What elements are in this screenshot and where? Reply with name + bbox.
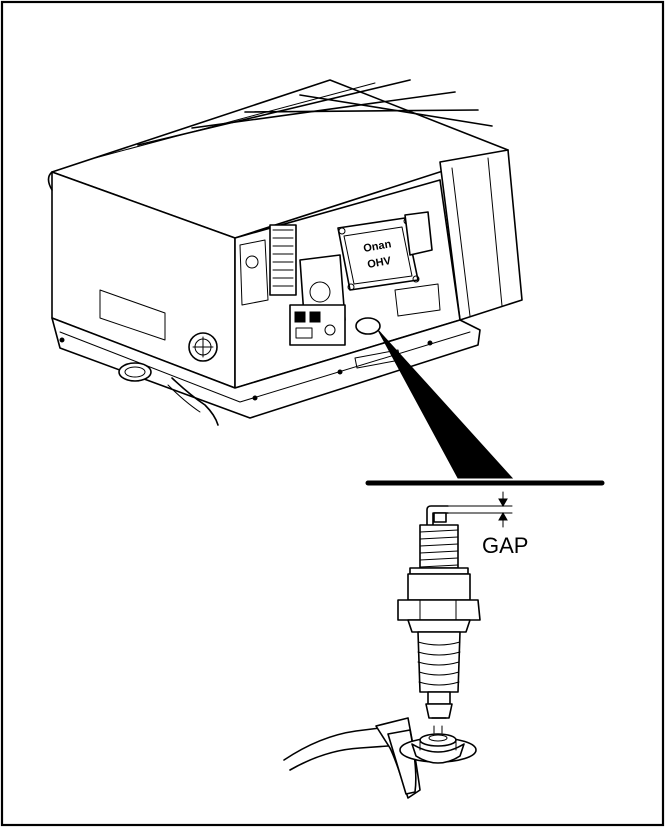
engine-model-text: OHV <box>366 255 392 271</box>
gap-dimension: GAP <box>447 491 528 558</box>
engine-brand-text: Onan <box>362 238 392 255</box>
engine: Onan OHV <box>59 211 441 401</box>
generator-set: Onan OHV <box>47 79 523 426</box>
gap-label: GAP <box>482 533 528 558</box>
callout-wedge <box>365 329 605 486</box>
spark-plug <box>397 505 481 719</box>
spark-plug-wire-boot <box>283 717 477 799</box>
callout-pointer <box>377 329 514 479</box>
